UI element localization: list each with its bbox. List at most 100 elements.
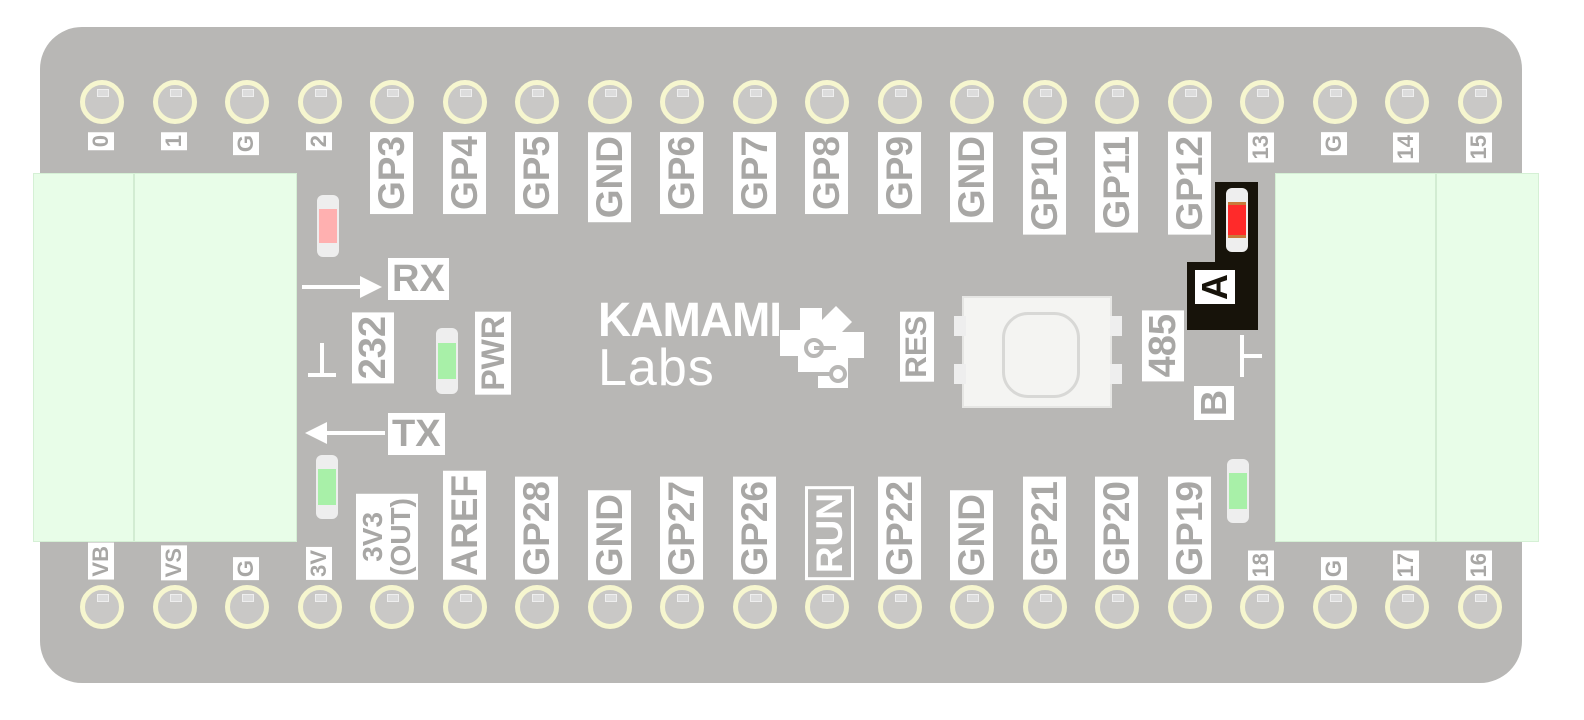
reset-button[interactable] <box>954 296 1122 408</box>
top-pin-label: 2 <box>305 132 332 151</box>
pin-pad[interactable] <box>1457 585 1502 629</box>
res-label: RES <box>900 312 934 382</box>
logo-line1: KAMAMI <box>598 291 782 347</box>
b-label: B <box>1193 386 1234 420</box>
pin-pad[interactable] <box>1312 80 1357 124</box>
top-pin-label: GP5 <box>515 132 558 215</box>
gear-icon <box>780 306 864 388</box>
top-pin-label: GP11 <box>1095 132 1138 233</box>
right-terminal-block <box>1275 173 1539 542</box>
pin-pad[interactable] <box>950 585 994 629</box>
top-pin-label: G <box>1320 132 1347 156</box>
bottom-pin-label: 17 <box>1393 549 1419 580</box>
pin-pad[interactable] <box>152 585 197 629</box>
pin-pad[interactable] <box>515 80 559 124</box>
rx-arrow-icon <box>302 285 364 289</box>
bottom-pin-label: GND <box>950 489 993 580</box>
top-pin-label: GP12 <box>1167 132 1211 235</box>
pin-pad[interactable] <box>805 585 849 629</box>
ground-symbol-icon <box>1232 335 1262 377</box>
led-a <box>1226 188 1248 252</box>
pin-pad[interactable] <box>1240 80 1284 124</box>
rx-arrowhead-icon <box>360 276 382 298</box>
pin-pad[interactable] <box>1022 80 1067 124</box>
top-pin-label: GND <box>587 132 631 223</box>
bottom-pin-label: G <box>233 556 259 580</box>
top-pin-label: GP3 <box>370 132 413 215</box>
top-pin-label: GP7 <box>732 132 776 215</box>
pin-pad[interactable] <box>660 80 704 124</box>
bottom-pin-label: GP20 <box>1095 477 1138 580</box>
pin-pad[interactable] <box>1312 585 1357 629</box>
pwr-label: PWR <box>475 312 511 395</box>
a-label: A <box>1194 270 1235 304</box>
bottom-pin-label: GP28 <box>515 477 558 580</box>
pin-pad[interactable] <box>370 80 414 124</box>
pin-pad[interactable] <box>877 585 922 629</box>
bottom-pin-label: GP21 <box>1022 477 1066 580</box>
pin-pad[interactable] <box>805 80 849 124</box>
pin-pad[interactable] <box>152 80 197 124</box>
bottom-pin-label: G <box>1320 556 1347 580</box>
pin-pad[interactable] <box>442 585 487 629</box>
top-pin-label: GP10 <box>1022 132 1066 235</box>
pin-pad[interactable] <box>1167 585 1212 629</box>
pin-pad[interactable] <box>297 585 342 629</box>
kamami-labs-logo: KAMAMI Labs <box>598 291 782 397</box>
led-b <box>1227 459 1249 523</box>
rs232-label: 232 <box>352 312 394 384</box>
pin-pad[interactable] <box>950 80 994 124</box>
bottom-pin-label: 18 <box>1248 549 1274 580</box>
top-pin-label: G <box>233 132 259 156</box>
top-pin-label: GP9 <box>877 132 921 215</box>
pin-pad[interactable] <box>587 80 632 124</box>
pin-pad[interactable] <box>80 80 124 124</box>
pin-pad[interactable] <box>732 585 777 629</box>
led-rx <box>317 195 339 257</box>
pin-pad[interactable] <box>80 585 124 629</box>
pin-pad[interactable] <box>225 80 269 124</box>
bottom-pin-label: VB <box>88 543 114 580</box>
bottom-pin-label: AREF <box>442 471 486 580</box>
pin-pad[interactable] <box>1240 585 1284 629</box>
ground-symbol-icon <box>308 343 336 385</box>
top-pin-label: GND <box>950 132 993 223</box>
pin-pad[interactable] <box>660 585 704 629</box>
top-pin-label: GP6 <box>660 132 703 215</box>
tx-arrowhead-icon <box>305 422 327 444</box>
top-pin-label: 13 <box>1248 132 1274 163</box>
bottom-pin-label: GP26 <box>732 477 776 580</box>
pin-pad[interactable] <box>1167 80 1212 124</box>
top-pin-label: GP4 <box>442 132 486 215</box>
pin-pad[interactable] <box>877 80 922 124</box>
rs485-label: 485 <box>1142 310 1184 382</box>
pin-pad[interactable] <box>1095 585 1139 629</box>
bottom-pin-label: VS <box>160 544 187 580</box>
pin-pad[interactable] <box>587 585 632 629</box>
top-pin-label: 15 <box>1465 132 1492 163</box>
tx-label: TX <box>388 413 445 455</box>
led-pwr <box>436 328 458 394</box>
led-tx <box>316 455 338 519</box>
top-pin-label: GP8 <box>805 132 848 215</box>
pin-pad[interactable] <box>515 585 559 629</box>
bottom-pin-label: RUN <box>805 485 854 580</box>
pin-pad[interactable] <box>1385 80 1429 124</box>
rx-label: RX <box>388 258 449 300</box>
bottom-pin-label: GP19 <box>1167 477 1211 580</box>
pin-pad[interactable] <box>297 80 342 124</box>
top-pin-label: 1 <box>160 132 187 151</box>
pin-pad[interactable] <box>1022 585 1067 629</box>
pin-pad[interactable] <box>732 80 777 124</box>
pin-pad[interactable] <box>1095 80 1139 124</box>
pin-pad[interactable] <box>442 80 487 124</box>
pin-pad[interactable] <box>1457 80 1502 124</box>
bottom-pin-label: 3V <box>305 547 332 580</box>
pin-pad[interactable] <box>225 585 269 629</box>
bottom-pin-label: GP27 <box>660 477 703 580</box>
top-pin-label: 0 <box>88 132 114 151</box>
pin-pad[interactable] <box>370 585 414 629</box>
pin-pad[interactable] <box>1385 585 1429 629</box>
logo-line2: Labs <box>598 339 715 397</box>
bottom-pin-label: GND <box>587 489 631 580</box>
